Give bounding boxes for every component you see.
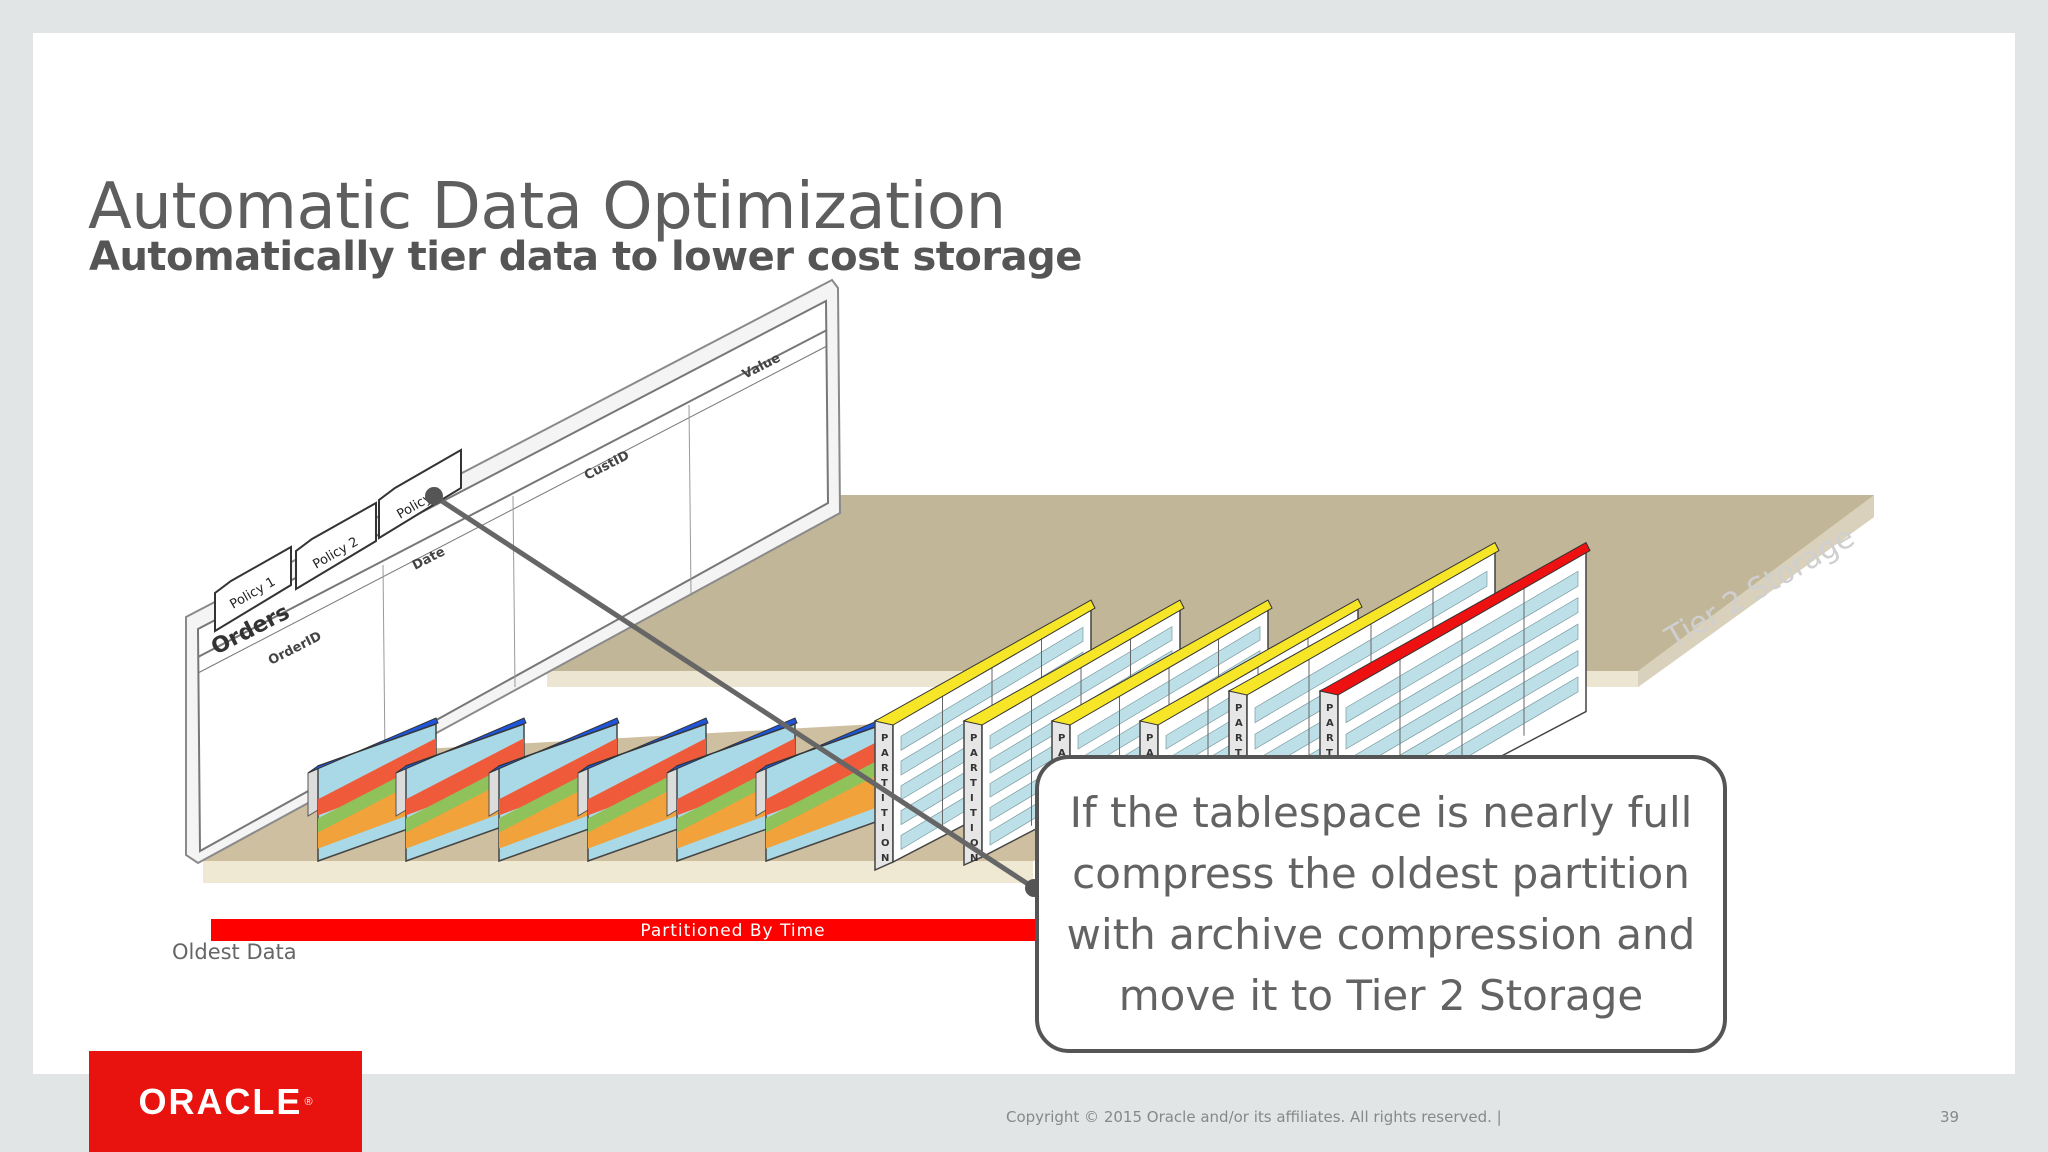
compressed-band <box>766 757 884 835</box>
partition-side-letter: N <box>881 853 889 864</box>
partition-side-letter: N <box>970 853 978 864</box>
oracle-logo-text: ORACLE <box>138 1080 303 1122</box>
slide-subtitle: Automatically tier data to lower cost st… <box>89 234 1082 280</box>
page-number: 39 <box>1940 1108 1960 1126</box>
partition-side-letter: P <box>881 733 888 744</box>
tier1-shelf-front <box>203 861 1033 883</box>
archive-partition-header <box>1138 598 1363 726</box>
callout-text: If the tablespace is nearly full compres… <box>1066 788 1696 1020</box>
partition-side-letter: I <box>881 793 885 804</box>
archive-partition-header <box>1318 541 1591 696</box>
partition-side-letter: R <box>970 763 978 774</box>
data-tiering-diagram: Tier 2 Storage Orders OrderID Date CustI… <box>185 278 1874 941</box>
partition-side-letter: O <box>881 838 890 849</box>
compressed-partition-header <box>395 717 527 774</box>
partition-side-letter: A <box>1235 718 1243 729</box>
compressed-band <box>499 738 617 816</box>
compressed-partition-header <box>577 717 709 774</box>
compressed-band <box>318 738 436 816</box>
partition-side-letter: T <box>881 778 888 789</box>
partition-side-letter: R <box>1235 733 1243 744</box>
partition-side-letter: R <box>1326 733 1334 744</box>
callout-connector <box>432 493 1036 891</box>
tier2-shelf-side <box>1638 495 1874 687</box>
compressed-band <box>588 738 706 816</box>
slide-title: Automatic Data Optimization <box>88 170 1006 244</box>
partition-side-letter: O <box>970 838 979 849</box>
connector-start-dot <box>425 487 443 505</box>
partition-side-letter: T <box>970 808 977 819</box>
compressed-band <box>766 738 884 816</box>
archive-partitions: PARTITIONPARTITIONPARTITIONPARTITIONPART… <box>873 541 1591 872</box>
partition-side-letter: A <box>881 748 889 759</box>
partition-bar-label: Partitioned By Time <box>640 921 825 941</box>
partition-side-letter: T <box>881 808 888 819</box>
compressed-partition-header <box>666 717 798 774</box>
compressed-band <box>766 771 884 849</box>
orders-grid <box>196 299 830 853</box>
partition-side-letter: I <box>881 823 885 834</box>
partition-side-letter: P <box>1058 733 1065 744</box>
compressed-partitions <box>307 717 887 863</box>
partition-side-letter: P <box>1235 703 1242 714</box>
partition-side-letter: A <box>970 748 978 759</box>
partition-side-letter: T <box>1235 748 1242 759</box>
archive-partition-header <box>1050 599 1273 726</box>
partition-side-letter: A <box>1058 748 1066 759</box>
registered-mark-icon: ® <box>304 1095 313 1108</box>
policy-tab-2: Policy 2 <box>295 501 377 591</box>
partition-bar <box>211 919 1071 941</box>
archive-partition-header <box>962 599 1185 726</box>
partition-side-letter: A <box>1146 748 1154 759</box>
archive-partition-header <box>873 599 1096 726</box>
partition-side-letter: P <box>1146 733 1153 744</box>
oracle-logo: ORACLE® <box>89 1051 362 1152</box>
partition-side-letter: T <box>970 778 977 789</box>
compressed-band <box>677 738 795 816</box>
archive-partition-header <box>1227 541 1500 696</box>
slide: Tier 2 Storage Orders OrderID Date CustI… <box>33 33 2015 1074</box>
compressed-partition-header <box>307 717 439 774</box>
compressed-band <box>406 738 524 816</box>
oldest-data-label: Oldest Data <box>172 940 297 964</box>
partition-side-letter: P <box>970 733 977 744</box>
partition-side-letter: T <box>1326 748 1333 759</box>
compressed-partition <box>755 717 887 863</box>
partition-side-letter: P <box>1326 703 1333 714</box>
partition-side-letter: A <box>1326 718 1334 729</box>
compressed-partition-header <box>488 717 620 774</box>
callout-box: If the tablespace is nearly full compres… <box>1035 755 1727 1053</box>
partition-side-letter: I <box>970 823 974 834</box>
copyright-notice: Copyright © 2015 Oracle and/or its affil… <box>1006 1108 1502 1126</box>
partition-side-letter: I <box>970 793 974 804</box>
partition-side-letter: R <box>881 763 889 774</box>
